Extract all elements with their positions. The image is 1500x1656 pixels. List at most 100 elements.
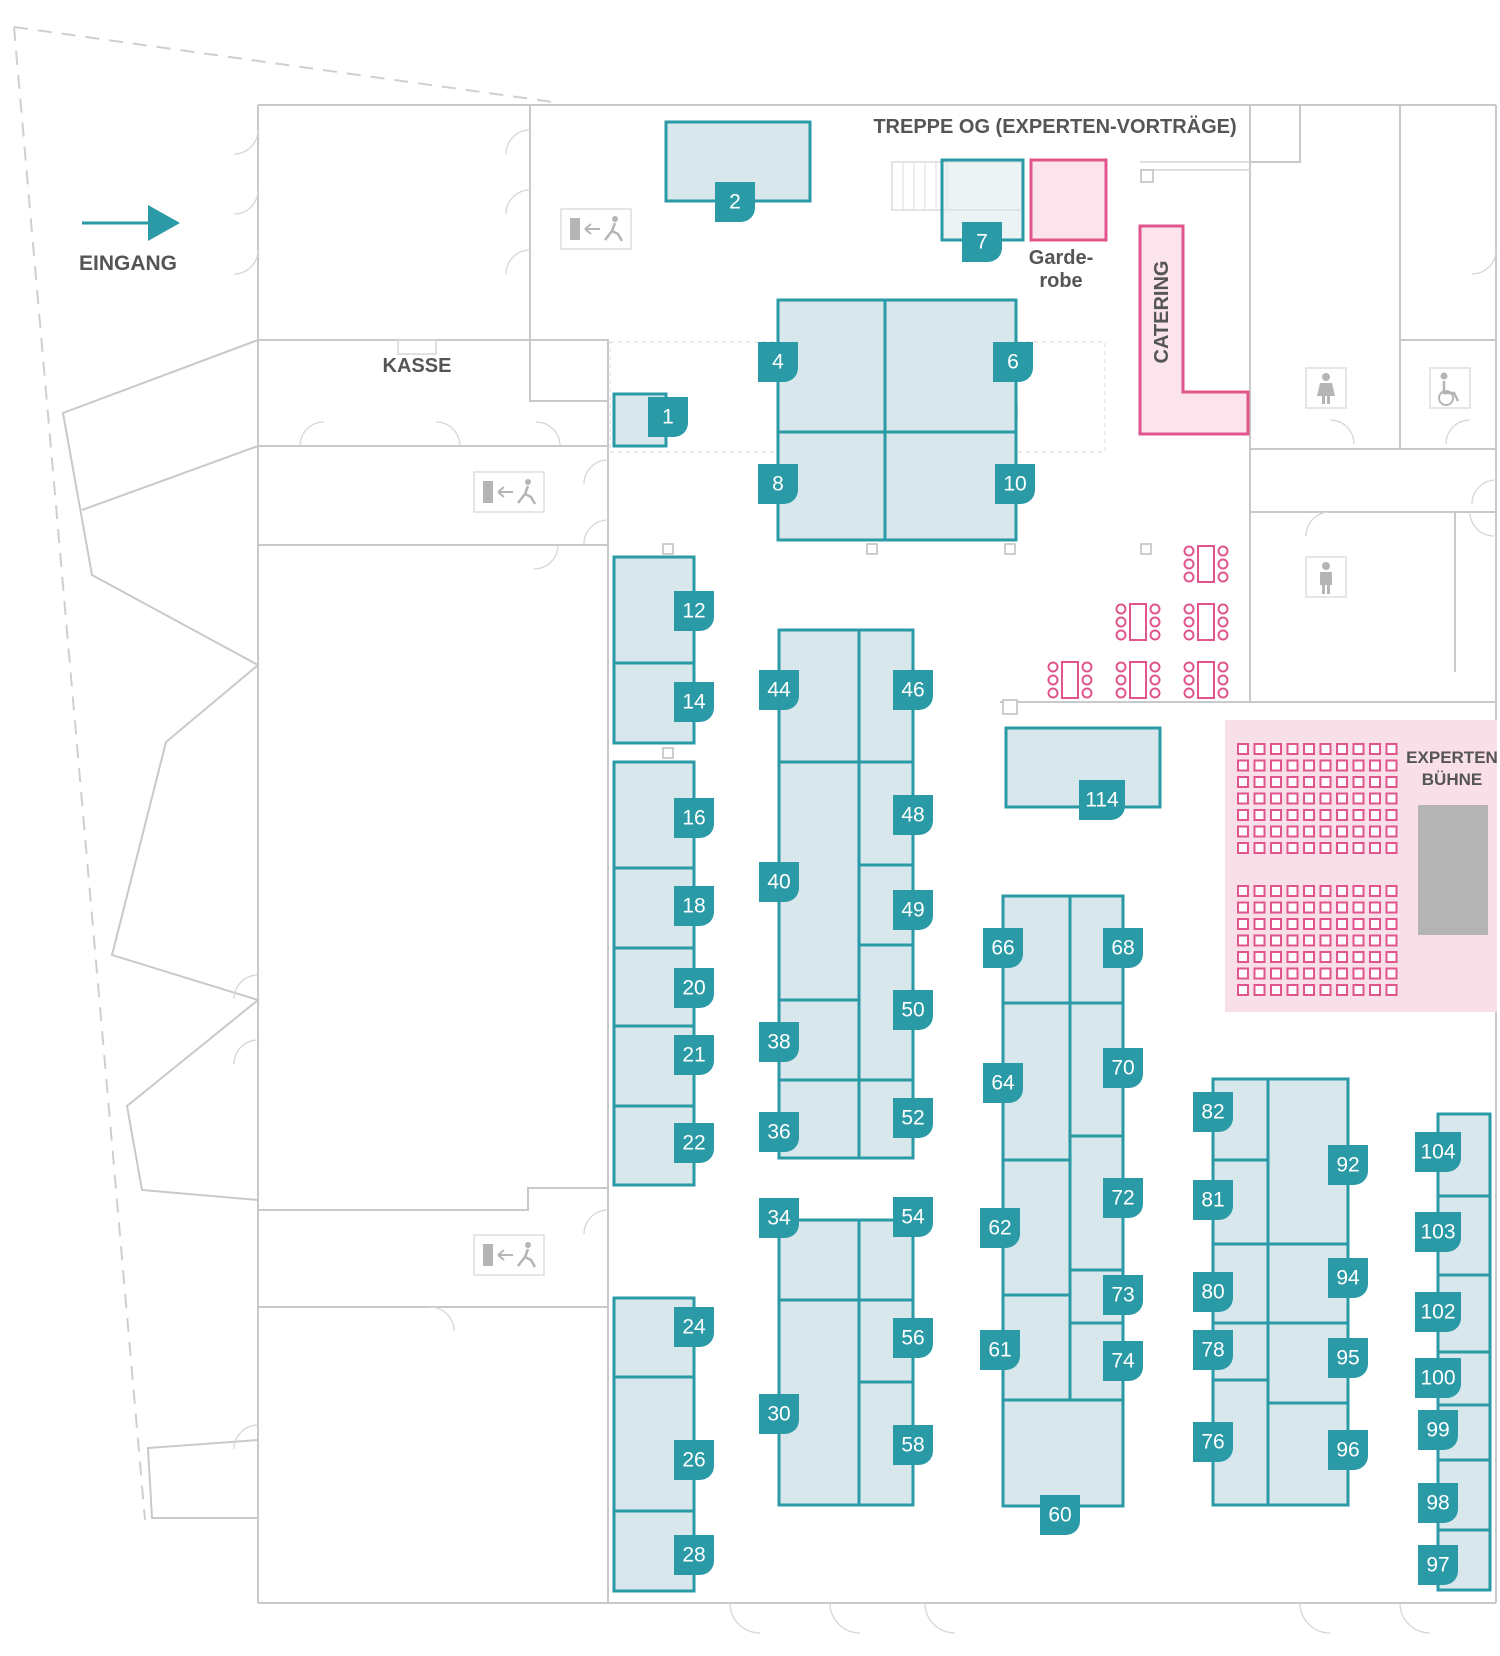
booth-badge-shape[interactable] (993, 342, 1033, 382)
booth-50[interactable]: 50 (893, 990, 933, 1030)
booth-badge-shape[interactable] (893, 1318, 933, 1358)
booth-badge-shape[interactable] (674, 1035, 714, 1075)
booth-7[interactable]: 7 (962, 222, 1002, 262)
booth-badge-shape[interactable] (1193, 1180, 1233, 1220)
booth-badge-shape[interactable] (759, 1112, 799, 1152)
booth-4[interactable]: 4 (758, 342, 798, 382)
booth-72[interactable]: 72 (1103, 1178, 1143, 1218)
booth-60[interactable]: 60 (1040, 1495, 1080, 1535)
booth-badge-shape[interactable] (674, 682, 714, 722)
booth-badge-shape[interactable] (1418, 1483, 1458, 1523)
booth-badge-shape[interactable] (1328, 1338, 1368, 1378)
booth-badge-shape[interactable] (1328, 1145, 1368, 1185)
booth-58[interactable]: 58 (893, 1425, 933, 1465)
booth-badge-shape[interactable] (983, 1063, 1023, 1103)
booth-badge-shape[interactable] (759, 1394, 799, 1434)
booth-12[interactable]: 12 (674, 591, 714, 631)
booth-1[interactable]: 1 (648, 397, 688, 437)
booth-badge-shape[interactable] (1103, 1048, 1143, 1088)
booth-badge-shape[interactable] (759, 670, 799, 710)
booth-98[interactable]: 98 (1418, 1483, 1458, 1523)
booth-badge-shape[interactable] (674, 886, 714, 926)
booth-21[interactable]: 21 (674, 1035, 714, 1075)
booth-badge-shape[interactable] (1103, 1275, 1143, 1315)
booth-48[interactable]: 48 (893, 795, 933, 835)
booth-badge-shape[interactable] (1415, 1358, 1461, 1398)
booth-100[interactable]: 100 (1415, 1358, 1461, 1398)
booth-badge-shape[interactable] (1415, 1212, 1461, 1252)
booth-badge-shape[interactable] (1328, 1258, 1368, 1298)
booth-badge-shape[interactable] (995, 464, 1035, 504)
booth-56[interactable]: 56 (893, 1318, 933, 1358)
booth-62[interactable]: 62 (980, 1208, 1020, 1248)
booth-badge-shape[interactable] (893, 990, 933, 1030)
booth-68[interactable]: 68 (1103, 928, 1143, 968)
booth-38[interactable]: 38 (759, 1022, 799, 1062)
booth-badge-shape[interactable] (983, 928, 1023, 968)
booth-badge-shape[interactable] (1193, 1092, 1233, 1132)
booth-66[interactable]: 66 (983, 928, 1023, 968)
booth-97[interactable]: 97 (1418, 1545, 1458, 1585)
booth-badge-shape[interactable] (759, 1022, 799, 1062)
booth-badge-shape[interactable] (1418, 1410, 1458, 1450)
booth-103[interactable]: 103 (1415, 1212, 1461, 1252)
booth-102[interactable]: 102 (1415, 1292, 1461, 1332)
booth-28[interactable]: 28 (674, 1535, 714, 1575)
booth-badge-shape[interactable] (674, 1535, 714, 1575)
booth-99[interactable]: 99 (1418, 1410, 1458, 1450)
booth-40[interactable]: 40 (759, 862, 799, 902)
booth-badge-shape[interactable] (674, 798, 714, 838)
booth-badge-shape[interactable] (1418, 1545, 1458, 1585)
booth-78[interactable]: 78 (1193, 1330, 1233, 1370)
booth-52[interactable]: 52 (893, 1098, 933, 1138)
booth-badge-shape[interactable] (1040, 1495, 1080, 1535)
booth-badge-shape[interactable] (758, 342, 798, 382)
booth-80[interactable]: 80 (1193, 1272, 1233, 1312)
booth-badge-shape[interactable] (893, 1425, 933, 1465)
booth-10[interactable]: 10 (995, 464, 1035, 504)
booth-badge-shape[interactable] (674, 1123, 714, 1163)
booth-badge-shape[interactable] (758, 464, 798, 504)
booth-6[interactable]: 6 (993, 342, 1033, 382)
booth-95[interactable]: 95 (1328, 1338, 1368, 1378)
booth-badge-shape[interactable] (1415, 1132, 1461, 1172)
booth-36[interactable]: 36 (759, 1112, 799, 1152)
booth-24[interactable]: 24 (674, 1307, 714, 1347)
booth-22[interactable]: 22 (674, 1123, 714, 1163)
booth-18[interactable]: 18 (674, 886, 714, 926)
booth-badge-shape[interactable] (893, 890, 933, 930)
booth-14[interactable]: 14 (674, 682, 714, 722)
booth-81[interactable]: 81 (1193, 1180, 1233, 1220)
booth-44[interactable]: 44 (759, 670, 799, 710)
booth-20[interactable]: 20 (674, 968, 714, 1008)
booth-8[interactable]: 8 (758, 464, 798, 504)
booth-16[interactable]: 16 (674, 798, 714, 838)
booth-badge-shape[interactable] (893, 1098, 933, 1138)
booth-96[interactable]: 96 (1328, 1430, 1368, 1470)
booth-badge-shape[interactable] (1193, 1330, 1233, 1370)
booth-badge-shape[interactable] (759, 862, 799, 902)
booth-badge-shape[interactable] (1193, 1422, 1233, 1462)
booth-badge-shape[interactable] (962, 222, 1002, 262)
booth-badge-shape[interactable] (1103, 1341, 1143, 1381)
booth-badge-shape[interactable] (893, 670, 933, 710)
booth-badge-shape[interactable] (1328, 1430, 1368, 1470)
booth-73[interactable]: 73 (1103, 1275, 1143, 1315)
booth-badge-shape[interactable] (980, 1208, 1020, 1248)
booth-badge-shape[interactable] (980, 1330, 1020, 1370)
booth-badge-shape[interactable] (1415, 1292, 1461, 1332)
booth-badge-shape[interactable] (674, 1440, 714, 1480)
booth-30[interactable]: 30 (759, 1394, 799, 1434)
booth-114[interactable]: 114 (1079, 780, 1125, 820)
booth-104[interactable]: 104 (1415, 1132, 1461, 1172)
booth-badge-shape[interactable] (893, 795, 933, 835)
booth-badge-shape[interactable] (674, 591, 714, 631)
booth-badge-shape[interactable] (1103, 928, 1143, 968)
booth-2[interactable]: 2 (715, 182, 755, 222)
booth-49[interactable]: 49 (893, 890, 933, 930)
booth-badge-shape[interactable] (759, 1198, 799, 1238)
booth-46[interactable]: 46 (893, 670, 933, 710)
booth-badge-shape[interactable] (893, 1197, 933, 1237)
booth-badge-shape[interactable] (674, 968, 714, 1008)
booth-94[interactable]: 94 (1328, 1258, 1368, 1298)
